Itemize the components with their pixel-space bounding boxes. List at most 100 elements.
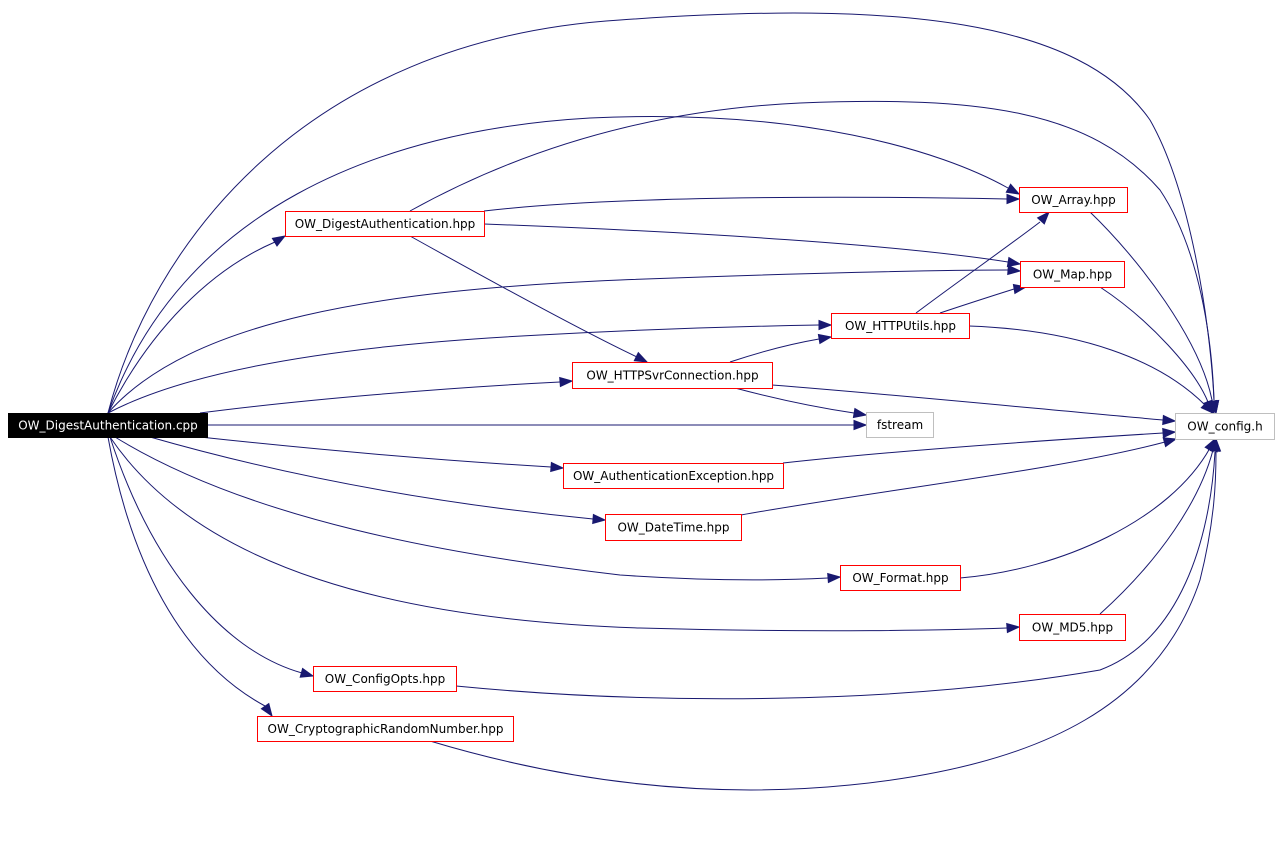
edge-arrowhead [592, 513, 607, 525]
node-box [866, 412, 934, 438]
edge-line [1099, 449, 1214, 615]
node-fstream: fstream [866, 412, 934, 438]
edge-httpssvr-to-config [771, 384, 1177, 426]
edge-line [199, 436, 552, 468]
edge-line [107, 436, 266, 707]
edge-line [959, 447, 1211, 579]
edge-arrowhead [1162, 427, 1177, 439]
node-digest_hpp[interactable]: OW_DigestAuthentication.hpp [285, 211, 485, 237]
edge-arrowhead [827, 572, 842, 584]
edge-format-to-config [959, 437, 1216, 579]
edge-line [107, 116, 1009, 414]
node-label: OW_DateTime.hpp [617, 521, 729, 535]
edge-digest_hpp-to-map [483, 223, 1022, 268]
edge-root-to-md5 [109, 436, 1021, 634]
node-md5[interactable]: OW_MD5.hpp [1019, 614, 1126, 641]
node-map[interactable]: OW_Map.hpp [1020, 261, 1125, 288]
node-box [1020, 261, 1125, 288]
graph-edges [107, 12, 1222, 791]
edge-md5-to-config [1099, 437, 1218, 615]
edge-line [771, 384, 1164, 421]
edge-line [1099, 286, 1209, 403]
edge-arrowhead [817, 333, 833, 345]
node-box [1019, 614, 1126, 641]
node-array[interactable]: OW_Array.hpp [1019, 187, 1128, 213]
edge-line [429, 451, 1217, 791]
edge-root-to-authex [199, 436, 565, 473]
edge-root-to-fstream [207, 419, 868, 431]
edge-line [734, 387, 855, 414]
node-label: OW_Format.hpp [852, 571, 948, 585]
edge-line [109, 436, 1008, 632]
edge-cryptorand-to-config [429, 437, 1222, 791]
node-label: OW_HTTPSvrConnection.hpp [586, 369, 758, 383]
edge-datetime-to-config [740, 437, 1178, 516]
node-box [285, 211, 485, 237]
node-label: OW_DigestAuthentication.hpp [295, 217, 476, 231]
node-label: OW_config.h [1187, 420, 1262, 434]
node-label: fstream [877, 418, 923, 432]
edge-arrowhead [1210, 437, 1222, 452]
edge-arrowhead [559, 376, 574, 388]
edge-arrowhead [1005, 183, 1021, 195]
edge-httputils-to-config [968, 325, 1215, 415]
edge-arrowhead [1006, 256, 1022, 268]
node-httputils[interactable]: OW_HTTPUtils.hpp [831, 313, 970, 339]
edge-line [1089, 211, 1213, 401]
edge-arrowhead [271, 235, 287, 247]
edge-root-to-httpssvr [199, 376, 574, 414]
node-label: OW_AuthenticationException.hpp [573, 469, 774, 483]
edge-line [107, 269, 1009, 414]
node-datetime[interactable]: OW_DateTime.hpp [605, 514, 742, 541]
edge-line [939, 288, 1015, 314]
edge-httpssvr-to-httputils [729, 333, 833, 363]
edge-root-to-cryptorand [107, 436, 273, 718]
edge-arrowhead [1162, 437, 1178, 448]
edge-line [483, 196, 1008, 212]
node-authex[interactable]: OW_AuthenticationException.hpp [563, 463, 784, 489]
edge-arrowhead [1006, 193, 1021, 205]
edge-line [114, 436, 829, 581]
edge-httputils-to-array [915, 210, 1050, 314]
node-label: OW_MD5.hpp [1032, 621, 1113, 635]
edge-line [409, 100, 1215, 401]
edge-line [107, 12, 1215, 414]
node-label: OW_DigestAuthentication.cpp [18, 419, 198, 433]
edge-map-to-config [1099, 286, 1213, 415]
edge-root-to-datetime [149, 436, 607, 525]
edge-root-to-map [107, 264, 1022, 414]
edge-line [107, 241, 276, 414]
node-box [8, 413, 208, 438]
edge-root-to-config [107, 12, 1220, 415]
edge-arrowhead [818, 319, 833, 331]
edge-digest_hpp-to-array [483, 193, 1021, 212]
node-box [1175, 413, 1275, 440]
node-configopts[interactable]: OW_ConfigOpts.hpp [313, 666, 457, 692]
edge-arrowhead [1007, 264, 1022, 276]
edge-httputils-to-map [939, 283, 1028, 314]
edge-line [740, 441, 1166, 516]
node-httpssvr[interactable]: OW_HTTPSvrConnection.hpp [572, 362, 773, 389]
edge-line [199, 381, 561, 414]
edge-digest_hpp-to-httpssvr [409, 235, 649, 363]
node-box [840, 565, 961, 591]
edge-arrowhead [550, 461, 565, 473]
edge-httpssvr-to-fstream [734, 387, 868, 419]
node-label: OW_Array.hpp [1031, 193, 1116, 207]
edge-line [107, 324, 820, 414]
node-config: OW_config.h [1175, 413, 1275, 440]
edge-arrowhead [852, 407, 868, 419]
node-format[interactable]: OW_Format.hpp [840, 565, 961, 591]
edge-line [455, 451, 1216, 700]
node-label: OW_Map.hpp [1033, 268, 1112, 282]
edge-arrowhead [853, 419, 868, 431]
node-root: OW_DigestAuthentication.cpp [8, 413, 208, 438]
edge-arrowhead [1036, 210, 1050, 225]
node-label: OW_ConfigOpts.hpp [325, 672, 446, 686]
edge-arrowhead [633, 351, 649, 363]
node-cryptorand[interactable]: OW_CryptographicRandomNumber.hpp [257, 716, 514, 742]
edge-line [109, 436, 303, 674]
edge-arrowhead [299, 667, 315, 678]
edge-arrowhead [1162, 414, 1177, 426]
